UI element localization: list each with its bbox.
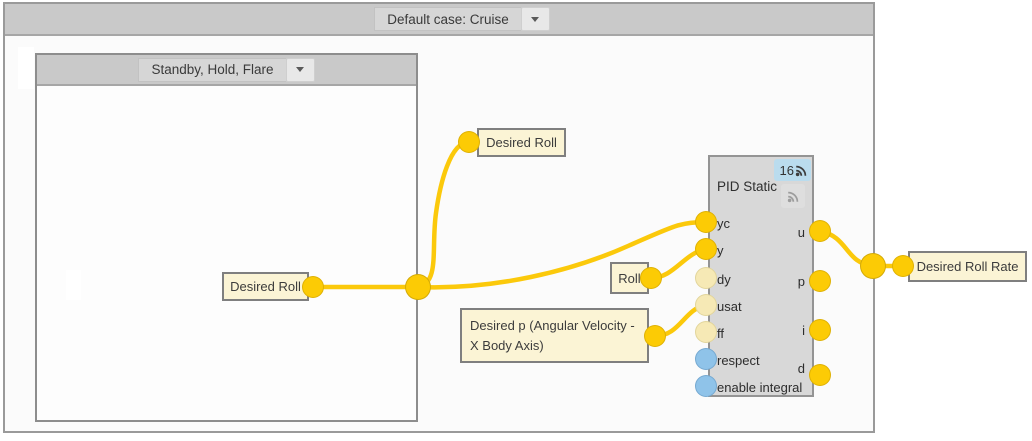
port-pid-u[interactable] <box>809 220 831 242</box>
pid-input-label-ff: ff <box>717 326 724 341</box>
broadcast-muted-button[interactable] <box>781 184 805 208</box>
port-pid-ff[interactable] <box>695 321 717 343</box>
port-desired-roll-rate-in[interactable] <box>892 255 914 277</box>
broadcast-icon <box>795 165 807 176</box>
port-desired-roll-top-in[interactable] <box>458 131 480 153</box>
signal-label-desired-p[interactable]: Desired p (Angular Velocity - X Body Axi… <box>460 308 649 363</box>
case-selector-value[interactable]: Standby, Hold, Flare <box>138 57 286 82</box>
pid-output-label-u: u <box>797 225 805 240</box>
signal-label-desired-roll-top[interactable]: Desired Roll <box>477 128 566 157</box>
sample-rate-badge[interactable]: 16 <box>773 159 811 181</box>
port-pid-i[interactable] <box>809 319 831 341</box>
inner-case-header: Standby, Hold, Flare <box>37 55 416 86</box>
block-title: PID Static <box>717 179 778 194</box>
signal-label-desired-roll-rate[interactable]: Desired Roll Rate <box>908 251 1027 282</box>
default-case-selector[interactable]: Default case: Cruise <box>374 7 550 31</box>
caret-down-icon <box>296 67 305 72</box>
white-patch <box>18 47 34 89</box>
wire-junction[interactable] <box>405 274 431 300</box>
pid-output-label-i: i <box>802 323 805 338</box>
pid-input-label-y: y <box>717 243 724 258</box>
caret-down-icon <box>531 16 540 22</box>
port-pid-d[interactable] <box>809 364 831 386</box>
inner-case-frame: Standby, Hold, Flare <box>35 53 418 422</box>
pid-output-label-d: d <box>797 361 805 376</box>
case-selector[interactable]: Standby, Hold, Flare <box>138 57 315 82</box>
pid-static-block[interactable]: PID Static 16 yc y dy usat ff respect en… <box>708 155 814 397</box>
port-desired-roll-out[interactable] <box>302 276 324 298</box>
port-roll-out[interactable] <box>640 267 662 289</box>
port-pid-dy[interactable] <box>695 267 717 289</box>
port-pid-yc[interactable] <box>695 211 717 233</box>
signal-label-desired-roll[interactable]: Desired Roll <box>222 272 309 301</box>
port-pid-usat[interactable] <box>695 294 717 316</box>
pid-input-label-enable-integral: enable integral <box>717 380 803 395</box>
port-pid-y[interactable] <box>695 238 717 260</box>
pid-output-label-p: p <box>797 274 805 289</box>
pid-input-label-yc: yc <box>717 216 730 231</box>
broadcast-icon <box>787 191 798 202</box>
outer-case-header: Default case: Cruise <box>5 4 873 36</box>
default-case-selector-value[interactable]: Default case: Cruise <box>374 7 521 31</box>
pid-input-label-usat: usat <box>717 299 742 314</box>
pid-input-label-dy: dy <box>717 272 731 287</box>
default-case-dropdown-button[interactable] <box>520 7 550 31</box>
port-desired-p-out[interactable] <box>644 325 666 347</box>
pid-input-label-respect: respect <box>717 353 760 368</box>
sample-rate-value: 16 <box>779 162 794 178</box>
white-patch <box>66 270 81 300</box>
port-pid-p[interactable] <box>809 270 831 292</box>
wire-junction[interactable] <box>860 253 886 279</box>
port-pid-respect[interactable] <box>695 348 717 370</box>
port-pid-enable-integral[interactable] <box>695 375 717 397</box>
case-dropdown-button[interactable] <box>285 57 315 82</box>
